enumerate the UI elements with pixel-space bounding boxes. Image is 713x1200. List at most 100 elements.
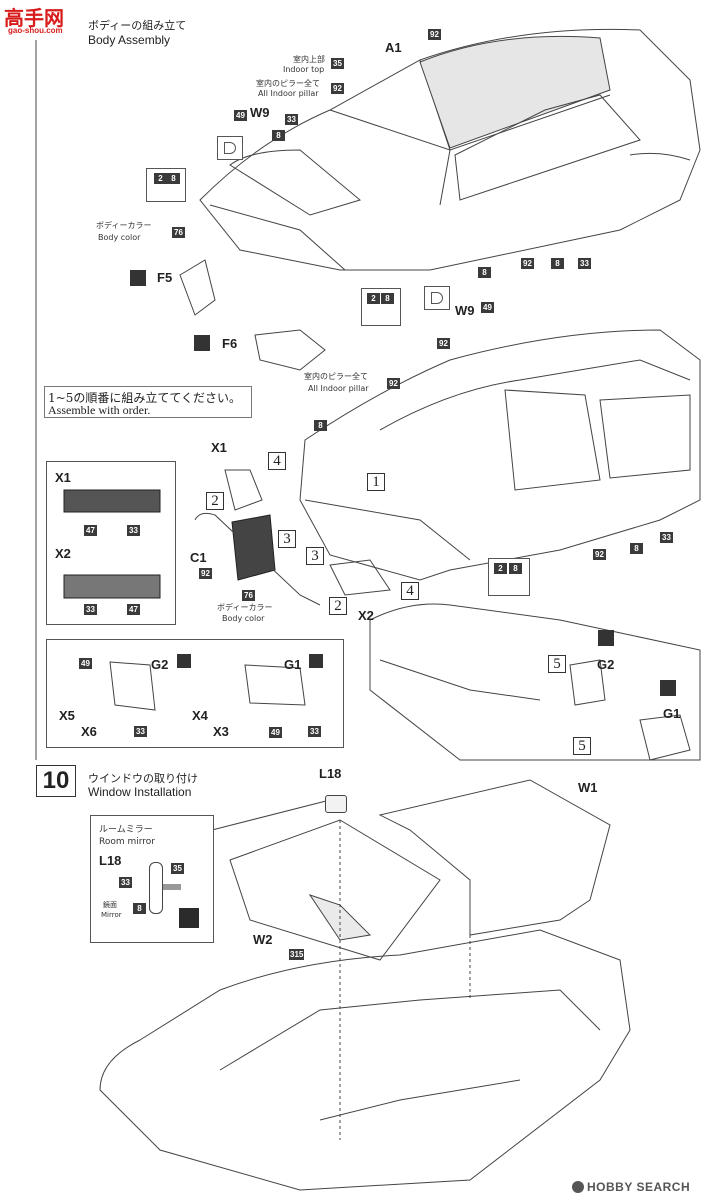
part-code-8: 8 [381, 293, 394, 304]
part-label-f5: F5 [157, 270, 173, 285]
part-label-l18: L18 [99, 853, 122, 868]
part-label-g1: G1 [663, 706, 681, 721]
step-5-bottom: 5 [573, 737, 591, 755]
x1-x2-detail-box: X1 47 33 X2 33 47 [46, 461, 176, 625]
step-number-10: 10 [36, 765, 76, 797]
part-code-8: 8 [630, 543, 643, 554]
a1-window-glass [419, 35, 611, 149]
body-assembly-title-jp: ボディーの組み立て [88, 19, 187, 32]
indoor-top-label-jp: 室内上部 [293, 55, 325, 64]
part-code-49: 49 [481, 302, 494, 313]
part-code-33: 33 [134, 726, 147, 737]
part-label-l18: L18 [319, 766, 342, 781]
part-label-w2: W2 [253, 932, 273, 947]
part-code-92: 92 [521, 258, 534, 269]
part-code-76: 76 [242, 590, 255, 601]
part-code-76: 76 [172, 227, 185, 238]
part-label-w9: W9 [250, 105, 270, 120]
part-code-92: 92 [593, 549, 606, 560]
body-color-label-jp: ボディーカラー [96, 221, 152, 230]
part-code-33: 33 [660, 532, 673, 543]
body-color-label-en: Body color [222, 614, 265, 623]
indoor-pillar-label-jp: 室内のピラー全て [304, 372, 368, 381]
part-code-92: 92 [331, 83, 344, 94]
part-label-g1: G1 [284, 657, 302, 672]
part-label-c1: C1 [190, 550, 207, 565]
part-code-49: 49 [234, 110, 247, 121]
chrome-silver-icon [179, 908, 199, 928]
indoor-pillar-label-jp: 室内のピラー全て [256, 79, 320, 88]
mirror-label-en: Mirror [101, 911, 122, 919]
glue-icon [660, 680, 676, 696]
part-code-8: 8 [314, 420, 327, 431]
glue-icon [130, 270, 146, 286]
l18-mirror-part [325, 795, 347, 813]
part-label-w1: W1 [578, 780, 598, 795]
step-3-top: 3 [278, 530, 296, 548]
hobby-search-text: HOBBY SEARCH [587, 1180, 691, 1194]
part-code-92: 92 [199, 568, 212, 579]
paint-swatch-28-mid: 2 8 [361, 288, 401, 326]
part-label-x6: X6 [81, 724, 97, 739]
step-4-bottom: 4 [401, 582, 419, 600]
g1-g2-detail-box: 49 G2 X5 X6 33 G1 X4 X3 49 33 [46, 639, 344, 748]
part-code-2: 2 [494, 563, 507, 574]
part-label-g2: G2 [151, 657, 169, 672]
part-code-33: 33 [285, 114, 298, 125]
glue-icon [177, 654, 191, 668]
step-2-top: 2 [206, 492, 224, 510]
site-logo: 高手网 gao-shou.com [2, 2, 70, 38]
indoor-pillar-label-en: All Indoor pillar [308, 384, 369, 393]
part-code-33: 33 [127, 525, 140, 536]
part-label-x5: X5 [59, 708, 75, 723]
part-code-8: 8 [509, 563, 522, 574]
w9-detail-box [217, 136, 243, 160]
step-5-top: 5 [548, 655, 566, 673]
part-code-8: 8 [551, 258, 564, 269]
part-label-f6: F6 [222, 336, 238, 351]
part-code-33: 33 [119, 877, 132, 888]
step-3-bottom: 3 [306, 547, 324, 565]
body-color-label-en: Body color [98, 233, 141, 242]
window-installation-title-en: Window Installation [88, 785, 192, 799]
order-note-jp: 1~5の順番に組み立ててください。 [48, 391, 241, 405]
step-4-top: 4 [268, 452, 286, 470]
mirror-outline [149, 862, 163, 914]
part-code-49: 49 [269, 727, 282, 738]
glue-icon [598, 630, 614, 646]
glass-clear-icon [431, 292, 443, 304]
part-label-x4: X4 [192, 708, 208, 723]
part-code-2: 2 [367, 293, 380, 304]
indoor-top-label-en: Indoor top [283, 65, 325, 74]
part-code-92: 92 [437, 338, 450, 349]
part-code-47: 47 [84, 525, 97, 536]
part-code-92: 92 [428, 29, 441, 40]
hobby-search-logo: HOBBY SEARCH [572, 1180, 690, 1194]
part-code-2: 2 [154, 173, 167, 184]
glass-clear-icon [224, 142, 236, 154]
part-code-33: 33 [84, 604, 97, 615]
part-code-47: 47 [127, 604, 140, 615]
part-code-35: 35 [331, 58, 344, 69]
hobby-search-icon [572, 1181, 584, 1193]
part-code-35: 35 [171, 863, 184, 874]
w9-detail-box-right [424, 286, 450, 310]
part-label-x2: X2 [358, 608, 374, 623]
part-code-8: 8 [167, 173, 180, 184]
glue-icon [194, 335, 210, 351]
part-label-a1: A1 [385, 40, 402, 55]
step-2-bottom: 2 [329, 597, 347, 615]
window-installation-title-jp: ウインドウの取り付け [88, 772, 198, 785]
body-color-label-jp: ボディーカラー [217, 603, 273, 612]
logo-url: gao-shou.com [8, 26, 63, 35]
mirror-stem [163, 884, 181, 890]
body-assembly-title-en: Body Assembly [88, 33, 171, 47]
step-1: 1 [367, 473, 385, 491]
part-label-g2: G2 [597, 657, 615, 672]
part-label-x1: X1 [211, 440, 227, 455]
order-note-en: Assemble with order. [48, 403, 151, 417]
room-mirror-label-en: Room mirror [99, 837, 156, 847]
indoor-pillar-label-en: All Indoor pillar [258, 89, 319, 98]
